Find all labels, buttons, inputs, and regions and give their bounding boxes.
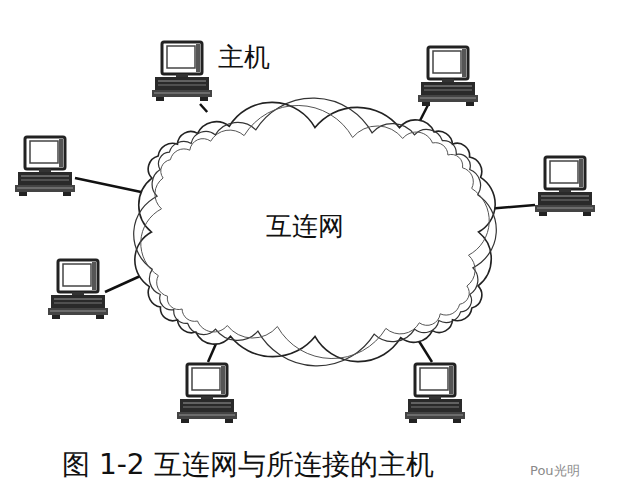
cloud-label: 互连网 [266,209,344,244]
host-computer [418,47,478,106]
watermark: Pou光明 [530,462,580,480]
host-node: 主机 [152,40,274,104]
host-computer [15,137,75,196]
host-computer [152,40,212,102]
host-computer [405,364,465,423]
host-label: 主机 [218,42,270,73]
host-computer [177,364,237,423]
internet-cloud: 互连网 [135,112,495,352]
host-computer [48,260,108,319]
host-link [200,104,207,112]
figure-caption: 图 1-2 互连网与所连接的主机 [62,446,434,484]
host-computer [535,157,595,216]
